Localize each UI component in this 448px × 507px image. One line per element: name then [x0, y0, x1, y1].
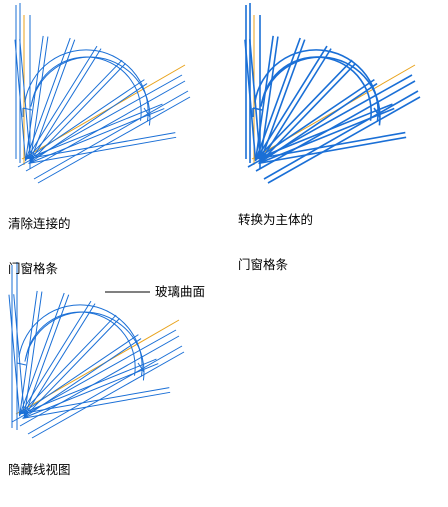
arch-end-cap: [22, 107, 33, 111]
radial-muntin-line: [29, 63, 126, 164]
glass-surface-label: 玻璃曲面: [155, 284, 206, 299]
radial-muntin-line: [8, 294, 21, 417]
caption-line: 隐藏线视图: [8, 462, 71, 477]
panel-convert-to-body-drawing: [244, 3, 421, 184]
frame-sill-line: [267, 96, 421, 184]
radial-muntin-line: [22, 391, 171, 419]
radial-muntin-line: [29, 36, 49, 162]
radial-muntin-line: [258, 136, 407, 165]
arch-end-cap: [373, 107, 381, 118]
panel-hidden-line-drawing: [8, 262, 185, 439]
frame-sill-line: [11, 329, 177, 423]
muntin-drawing-canvas: [8, 3, 421, 439]
frame-sill-line: [19, 335, 180, 427]
caption-line: 门窗格条: [238, 257, 289, 272]
radial-muntin-line: [23, 318, 120, 419]
arch-end-cap: [143, 107, 151, 118]
radial-muntin-line: [23, 303, 96, 418]
arch-end-cap: [252, 107, 263, 111]
frame-sill-line: [27, 345, 183, 435]
frame-sill-line: [255, 80, 416, 172]
radial-muntin-line: [259, 48, 332, 163]
arch-muntin-curve: [25, 311, 136, 376]
caption-line: 转换为主体的: [238, 212, 314, 227]
arch-muntin-curve: [30, 56, 151, 126]
radial-muntin-line: [28, 136, 177, 164]
radial-muntin-line: [28, 108, 165, 164]
frame-sill-line: [37, 96, 191, 184]
arch-end-cap: [16, 362, 27, 366]
radial-muntin-line: [259, 62, 357, 164]
radial-muntin-line: [22, 363, 159, 419]
caption-line: 清除连接的: [8, 216, 71, 231]
radial-muntin-line: [23, 338, 142, 419]
frame-sill-line: [17, 74, 183, 168]
arch-muntin-curve: [24, 311, 145, 381]
frame-sill-line: [263, 90, 419, 180]
radial-muntin-line: [14, 39, 27, 162]
muntin-illustration: 清除连接的 门窗格条 转换为主体的 门窗格条 隐藏线视图 玻璃曲面: [8, 3, 421, 477]
radial-muntin-line: [29, 48, 102, 163]
frame-sill-line: [31, 351, 185, 439]
arch-muntin-curve: [260, 56, 381, 126]
panel-hidden-line-caption: 隐藏线视图: [8, 432, 71, 507]
radial-muntin-line: [259, 36, 279, 162]
radial-muntin-line: [29, 83, 148, 164]
frame-sill-line: [33, 90, 189, 180]
arch-end-cap: [137, 362, 145, 373]
radial-muntin-line: [258, 82, 378, 164]
panel-clear-joins-caption: 清除连接的 门窗格条: [8, 186, 71, 306]
caption-line: 门窗格条: [8, 261, 59, 276]
arch-muntin-curve: [31, 56, 142, 121]
panel-convert-to-body-caption: 转换为主体的 门窗格条: [238, 182, 313, 302]
radial-muntin-line: [244, 39, 257, 162]
frame-sill-line: [25, 80, 186, 172]
radial-muntin-line: [23, 291, 43, 417]
panel-clear-joins-drawing: [14, 3, 191, 184]
